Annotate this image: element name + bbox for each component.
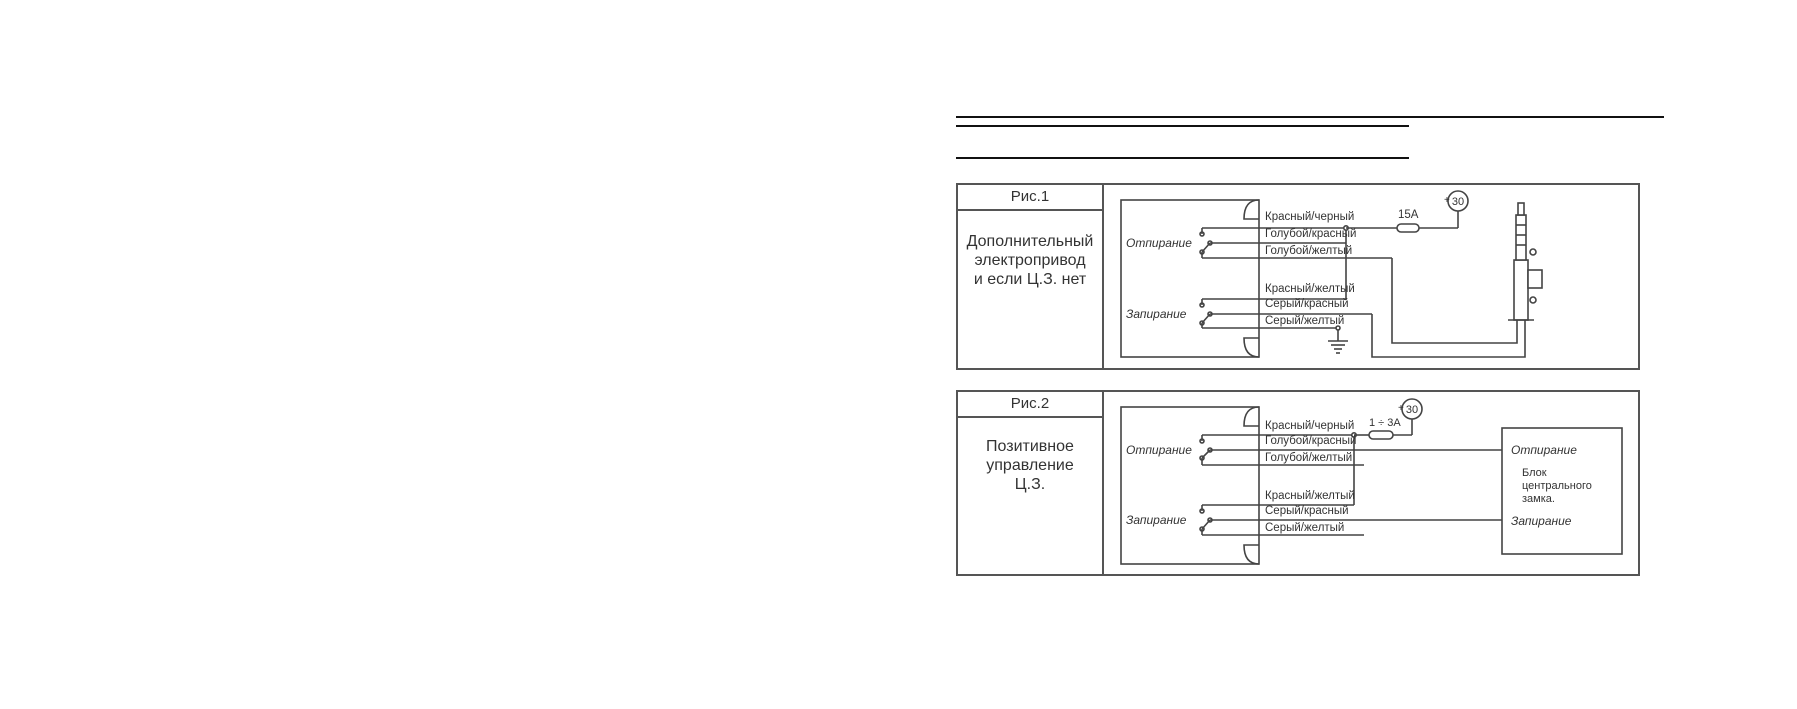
figure-1-wiring-diagram: Отпирание Запирание Красный/черный Голуб… (1120, 190, 1543, 358)
unlock-switch-contact (1201, 242, 1211, 253)
wire-label-gray-red: Серый/красный (1265, 505, 1349, 517)
wire-label-blue-yellow: Голубой/желтый (1265, 452, 1352, 464)
unlock-switch-contact (1201, 449, 1211, 459)
unlock-group-label: Отпирание (1126, 236, 1192, 250)
power-terminal-label: 30 (1452, 196, 1464, 208)
unlock-group-label: Отпирание (1126, 443, 1192, 457)
switch-relay-box (1120, 199, 1260, 358)
figure-2-description-line-3: Ц.З. (1014, 476, 1046, 493)
lock-switch-contact (1201, 519, 1211, 530)
switch-relay-box (1120, 406, 1260, 565)
unlock-bracket-icon (1243, 199, 1260, 220)
door-lock-actuator-icon (1508, 202, 1543, 321)
ground-icon (1328, 340, 1348, 354)
figure-2-description: Позитивное управление Ц.З. (958, 437, 1102, 494)
lock-bracket-icon (1243, 544, 1260, 565)
figure-1-description: Дополнительный электропривод и если Ц.З.… (958, 232, 1102, 289)
block-lock-label: Запирание (1511, 514, 1572, 528)
lock-group-label: Запирание (1126, 307, 1187, 321)
block-name-line-2: центрального (1522, 480, 1592, 492)
wire-label-blue-red: Голубой/красный (1265, 228, 1356, 240)
unlock-bracket-icon (1243, 406, 1260, 427)
wire-label-gray-red: Серый/красный (1265, 298, 1349, 310)
figure-2-panel: Рис.2 Позитивное управление Ц.З. (956, 390, 1640, 576)
wire-label-gray-yellow: Серый/желтый (1265, 522, 1344, 534)
figure-2-label: Рис.2 (958, 392, 1102, 418)
fuse-icon (1368, 430, 1394, 440)
top-rule-long (956, 116, 1664, 118)
wire-label-red-yellow: Красный/желтый (1265, 490, 1355, 502)
figure-1-panel: Рис.1 Дополнительный электропривод и есл… (956, 183, 1640, 370)
figure-1-description-line-2: электропривод (974, 252, 1086, 269)
top-rule-short-2 (956, 157, 1409, 159)
wire-label-red-yellow: Красный/желтый (1265, 283, 1355, 295)
wire-label-red-black: Красный/черный (1265, 420, 1354, 432)
power-plus-label: + (1444, 195, 1450, 206)
figure-1-description-line-1: Дополнительный (966, 233, 1094, 250)
central-lock-unit-box (1501, 427, 1623, 555)
fuse-rating-label: 1 ÷ 3A (1369, 417, 1401, 429)
lock-switch-contact (1201, 313, 1211, 324)
block-unlock-label: Отпирание (1511, 443, 1577, 457)
power-terminal-icon (1401, 398, 1423, 420)
lock-bracket-icon (1243, 337, 1260, 358)
block-name-line-1: Блок (1522, 467, 1547, 479)
wire-label-red-black: Красный/черный (1265, 211, 1354, 223)
figure-2-description-line-1: Позитивное (986, 438, 1074, 455)
power-terminal-icon (1447, 190, 1469, 212)
figure-2-caption-column: Рис.2 Позитивное управление Ц.З. (958, 392, 1104, 574)
top-rule-short-1 (956, 125, 1409, 127)
power-terminal-label: 30 (1406, 404, 1418, 416)
figure-2-description-line-2: управление (986, 457, 1074, 474)
figure-2-wiring-diagram: Отпирание Запирание Красный/черный Голуб… (1120, 398, 1623, 565)
figure-1-description-line-3: и если Ц.З. нет (973, 271, 1087, 288)
figure-1-label: Рис.1 (958, 185, 1102, 211)
fuse-icon (1396, 223, 1420, 233)
figure-1-caption-column: Рис.1 Дополнительный электропривод и есл… (958, 185, 1104, 368)
wire-label-gray-yellow: Серый/желтый (1265, 315, 1344, 327)
block-name-line-3: замка. (1522, 493, 1555, 505)
power-plus-label: + (1398, 403, 1404, 414)
fuse-rating-label: 15A (1398, 209, 1419, 221)
lock-group-label: Запирание (1126, 513, 1187, 527)
wire-label-blue-red: Голубой/красный (1265, 435, 1356, 447)
wire-label-blue-yellow: Голубой/желтый (1265, 245, 1352, 257)
